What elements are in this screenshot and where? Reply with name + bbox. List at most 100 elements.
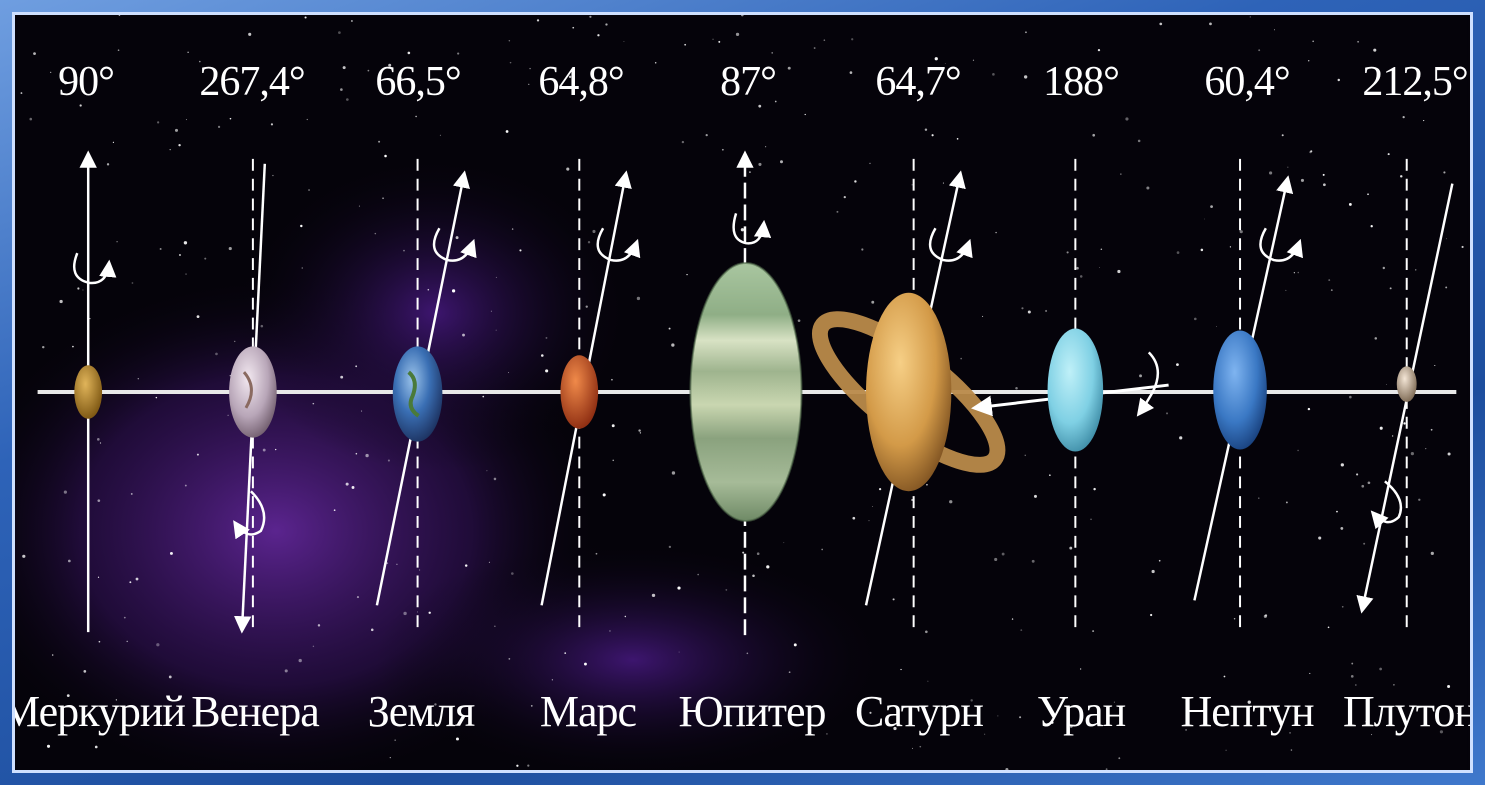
star: [1025, 31, 1027, 34]
star: [705, 134, 708, 137]
star: [382, 197, 384, 200]
star: [1200, 248, 1204, 252]
star: [1079, 668, 1082, 670]
star: [61, 731, 63, 734]
star: [1158, 559, 1161, 562]
star: [1403, 422, 1406, 425]
star: [196, 315, 200, 319]
star: [1400, 175, 1403, 178]
star: [583, 662, 587, 666]
star: [298, 658, 302, 663]
star: [766, 565, 770, 569]
star: [718, 40, 721, 43]
star: [611, 378, 613, 381]
star: [849, 71, 853, 74]
star: [597, 34, 600, 37]
star: [358, 205, 360, 207]
star: [428, 611, 431, 614]
star: [1357, 40, 1360, 43]
star: [636, 296, 641, 301]
planet-venus: [229, 158, 277, 634]
star: [1285, 501, 1288, 504]
tilt-label-mercury: 90°: [58, 59, 115, 105]
star: [387, 459, 390, 462]
star: [924, 128, 928, 131]
star: [871, 300, 875, 304]
star: [1076, 266, 1079, 270]
star: [360, 410, 363, 412]
star: [427, 288, 430, 291]
star: [545, 369, 549, 373]
star: [605, 23, 608, 26]
star: [1387, 153, 1390, 156]
star: [46, 744, 51, 748]
star: [384, 154, 387, 158]
star: [262, 448, 266, 452]
star: [1348, 202, 1352, 206]
star: [495, 276, 497, 278]
star: [602, 493, 606, 497]
star: [1258, 49, 1261, 52]
name-label-saturn: Сатурн: [855, 687, 984, 736]
star: [1151, 569, 1155, 574]
star: [843, 196, 846, 199]
star: [350, 20, 353, 22]
star: [509, 61, 512, 64]
name-label-jupiter: Юпитер: [678, 687, 826, 736]
star: [1215, 325, 1217, 327]
star: [97, 576, 100, 578]
diagram-panel: 90° 267,4° 66,5° 64,8° 87° 64,7° 188° 60…: [12, 12, 1473, 773]
star: [333, 509, 336, 512]
star: [545, 337, 548, 339]
star: [746, 652, 749, 655]
star: [528, 83, 530, 85]
star: [997, 715, 999, 717]
star: [234, 340, 236, 343]
star: [1281, 134, 1284, 137]
star: [1365, 720, 1367, 723]
star: [396, 563, 398, 565]
star: [1293, 272, 1295, 274]
star: [1290, 749, 1293, 751]
star: [821, 548, 823, 551]
star: [1351, 662, 1354, 665]
star: [415, 115, 417, 118]
star: [1354, 684, 1357, 686]
star: [925, 630, 928, 634]
star: [486, 470, 488, 472]
star: [1393, 684, 1395, 686]
star: [671, 343, 675, 347]
star: [868, 520, 870, 522]
star: [836, 210, 839, 213]
star: [89, 318, 91, 320]
star: [783, 542, 785, 544]
star: [1099, 266, 1101, 268]
star-field: [20, 15, 1464, 770]
star: [638, 429, 641, 432]
star: [1159, 22, 1163, 26]
star: [403, 249, 405, 252]
star: [1239, 230, 1243, 234]
tilt-label-saturn: 64,7°: [875, 59, 961, 105]
star: [623, 41, 625, 42]
star: [356, 596, 360, 599]
star: [911, 184, 913, 186]
star: [1023, 75, 1028, 79]
planet-jupiter: [689, 150, 803, 636]
name-label-mercury: Меркурий: [12, 687, 186, 736]
star: [388, 63, 392, 67]
star: [927, 680, 929, 682]
star: [1386, 384, 1387, 385]
star: [684, 43, 687, 46]
star: [609, 630, 611, 632]
star: [612, 459, 614, 462]
star: [1021, 307, 1024, 310]
star: [304, 16, 307, 19]
tilt-label-uranus: 188°: [1043, 59, 1120, 105]
star: [1092, 133, 1096, 137]
star: [1285, 289, 1287, 291]
name-label-uranus: Уран: [1036, 687, 1126, 736]
star: [1247, 700, 1251, 704]
star: [439, 134, 441, 136]
